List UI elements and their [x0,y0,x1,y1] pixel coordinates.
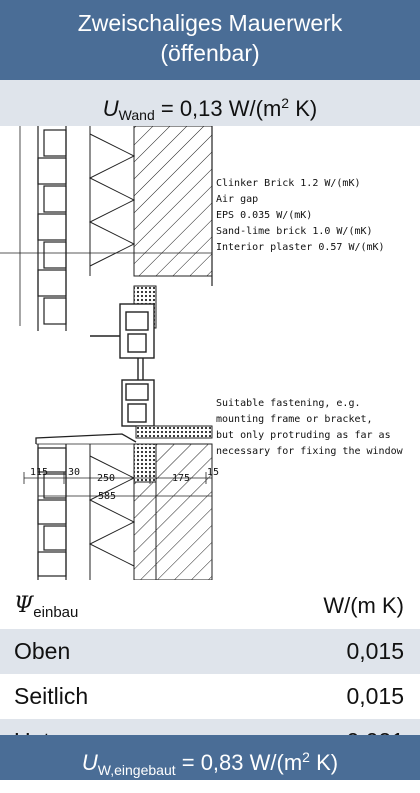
row-value-oben: 0,015 [346,638,404,664]
dim-250: 250 [97,473,115,484]
psi-unit: W/(m K) [323,593,404,618]
window-frame-bottom [121,379,155,427]
note-line-1: Suitable fastening, e.g. [216,398,361,409]
dim-175: 175 [172,473,190,484]
note-line-4: necessary for fixing the window [216,446,404,457]
u-window-symbol: U [81,750,98,775]
dim-30: 30 [68,467,80,478]
mounting-bracket [135,425,213,439]
label-clinker: Clinker Brick 1.2 W/(mK) [216,178,361,189]
row-label-seitlich: Seitlich [14,683,89,709]
clinker-brick-upper [37,129,67,325]
row-value-seitlich: 0,015 [346,683,404,709]
layer-labels: Clinker Brick 1.2 W/(mK) Air gap EPS 0.0… [216,178,385,253]
window-sill [35,433,137,444]
window-frame-top [90,303,155,359]
u-window-number: = 0,83 W/(m [175,750,303,775]
label-sand-lime: Sand-lime brick 1.0 W/(mK) [216,226,373,237]
row-label-oben: Oben [14,638,71,664]
u-wall-number: = 0,13 W/(m [160,96,282,121]
wall-section-drawing: 115 30 250 175 15 585 Clinker Brick 1.2 … [0,126,420,580]
table-row: Oben 0,015 [0,629,420,674]
psi-table-header: Ψeinbau W/(m K) [0,583,420,629]
u-window-installed: UW,eingebaut = 0,83 W/(m2 K) [0,735,420,780]
u-wall-tail: K) [289,96,318,121]
psi-subscript: einbau [33,604,79,621]
note-line-2: mounting frame or bracket, [216,414,373,425]
eps-insulation-lower [88,444,136,580]
dim-15: 15 [207,467,219,478]
u-window-exponent: 2 [302,749,310,765]
dim-115: 115 [30,467,48,478]
title-line-1: Zweischaliges Mauerwerk [77,10,343,36]
label-air-gap: Air gap [216,194,258,205]
fastening-note: Suitable fastening, e.g. mounting frame … [216,398,404,457]
label-plaster: Interior plaster 0.57 W/(mK) [216,242,385,253]
u-wall-symbol: U [102,96,119,121]
title-banner: Zweischaliges Mauerwerk (öffenbar) [0,0,420,80]
u-wall-value: UWand = 0,13 W/(m2 K) [0,80,420,126]
u-window-tail: K) [309,750,339,775]
title-line-2: (öffenbar) [160,40,260,66]
label-eps: EPS 0.035 W/(mK) [216,210,312,221]
sand-lime-brick-upper [133,126,213,277]
table-row: Seitlich 0,015 [0,674,420,719]
note-line-3: but only protruding as far as [216,430,391,441]
u-wall-exponent: 2 [281,95,290,111]
section-svg: 115 30 250 175 15 585 Clinker Brick 1.2 … [0,126,404,580]
dimension-lines [23,472,212,497]
sand-lime-brick-lower [155,443,213,580]
dim-585: 585 [98,491,116,502]
psi-letter: Ψ [14,593,34,618]
u-wall-subscript: Wand [118,107,155,123]
u-window-subscript: W,eingebaut [97,762,176,778]
eps-insulation-upper [88,126,136,276]
psi-symbol: Ψeinbau [14,583,78,636]
sill-insulation [133,443,157,483]
